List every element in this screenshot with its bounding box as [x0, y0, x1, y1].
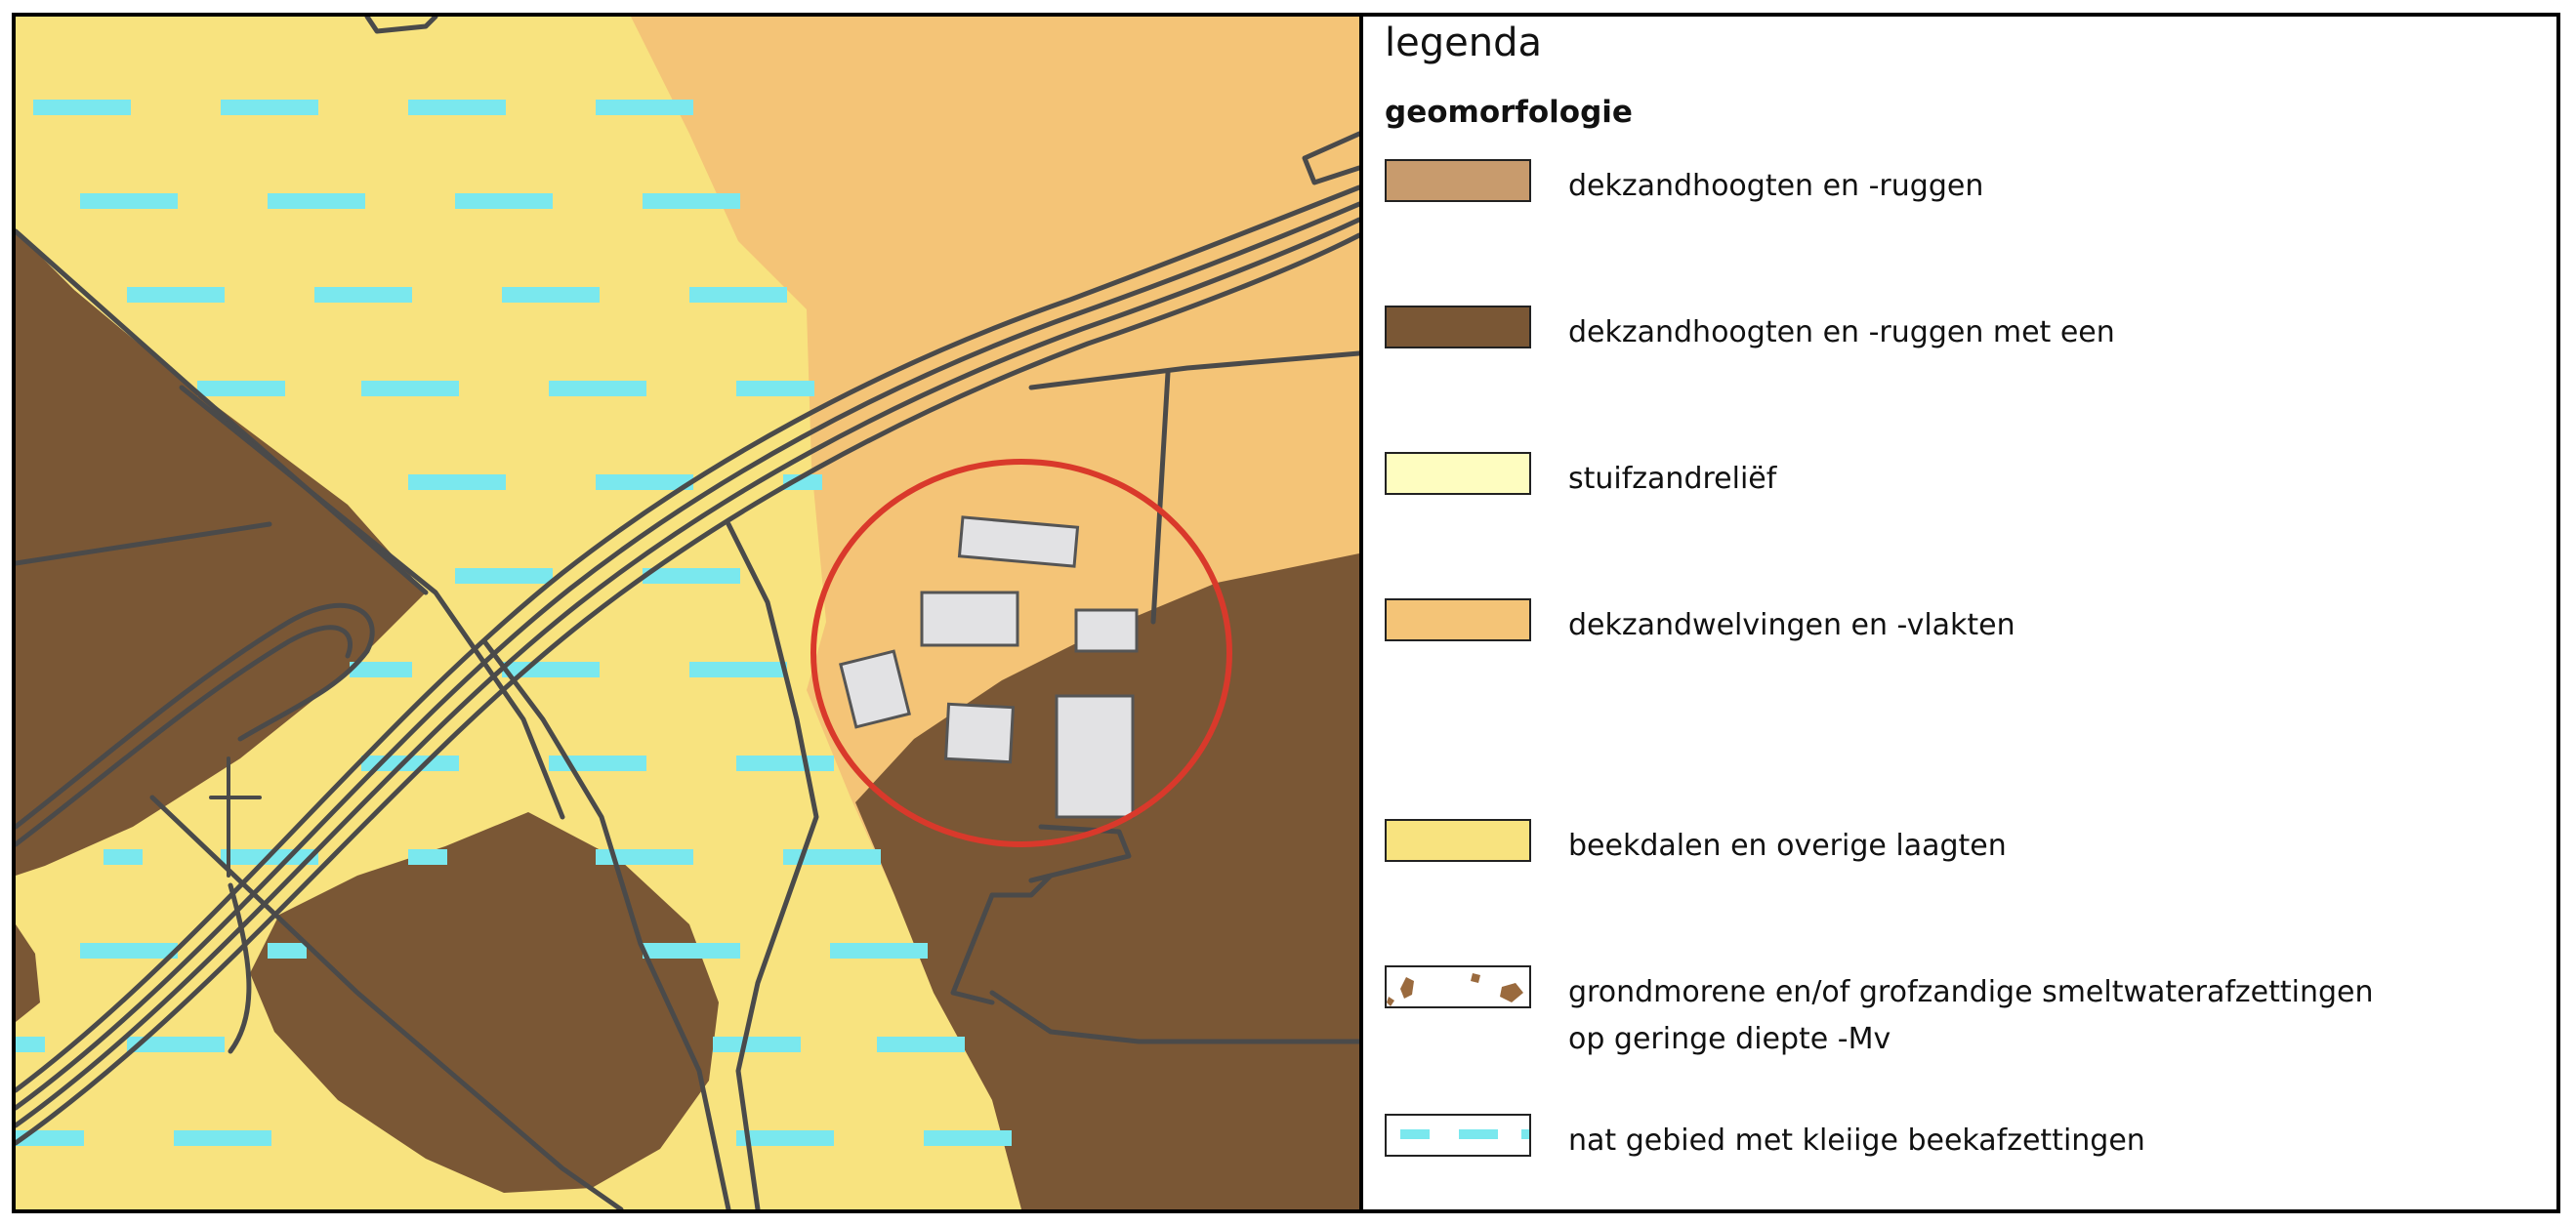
beekdalen-area — [16, 17, 1021, 1209]
legend-item-grondmorene: grondmorene en/of grofzandige smeltwater… — [1385, 965, 2537, 1063]
legend-subtitle: geomorfologie — [1385, 95, 1633, 130]
legend-item-label: beekdalen en overige laagten — [1568, 829, 2007, 863]
panel-divider — [1359, 17, 1363, 1209]
grondmorene-pattern-swatch — [1385, 965, 1531, 1008]
legend-item-dekzandhoogten: dekzandhoogten en -ruggen — [1385, 159, 2537, 218]
legend-item-label: stuifzandreliëf — [1568, 462, 1777, 496]
dekzandhoogten-swatch — [1385, 159, 1531, 202]
highlight-circle — [810, 459, 1232, 847]
dekzandhoogten-met-area-center — [250, 812, 719, 1193]
legend-title: legenda — [1385, 20, 1542, 65]
stuifzand-swatch — [1385, 452, 1531, 495]
dekzandhoogten-met-swatch — [1385, 306, 1531, 348]
legend-panel: legenda geomorfologie dekzandhoogten en … — [1363, 17, 2556, 1209]
legend-item-label: dekzandhoogten en -ruggen — [1568, 169, 1984, 203]
dekzandhoogten-met-area-left — [16, 231, 426, 876]
legend-item-label-line2: op geringe diepte -Mv — [1568, 1022, 1891, 1056]
legend-item-label: dekzandwelvingen en -vlakten — [1568, 608, 2015, 642]
legend-item-label-line1: grondmorene en/of grofzandige smeltwater… — [1568, 975, 2374, 1009]
welvingen-swatch — [1385, 598, 1531, 641]
road-lines — [16, 17, 1359, 1209]
building — [920, 591, 1019, 647]
beekdalen-swatch — [1385, 819, 1531, 862]
legend-item-stuifzand: stuifzandreliëf — [1385, 452, 2537, 511]
legend-item-beekdalen: beekdalen en overige laagten — [1385, 819, 2537, 878]
buildings — [839, 515, 1139, 819]
legend-item-label: dekzandhoogten en -ruggen met een — [1568, 315, 2115, 349]
legend-item-dekzandhoogten-met: dekzandhoogten en -ruggen met een — [1385, 306, 2537, 364]
building — [839, 649, 911, 729]
wet-area-dashes — [16, 100, 1012, 1146]
building — [1074, 608, 1139, 653]
building — [1055, 694, 1135, 819]
building — [957, 515, 1080, 568]
building — [944, 702, 1015, 764]
map-canvas — [16, 17, 1359, 1209]
legend-item-wet-area: nat gebied met kleiige beekafzettingen — [1385, 1114, 2537, 1172]
legend-item-label: nat gebied met kleiige beekafzettingen — [1568, 1124, 2145, 1158]
dekzandhoogten-met-area-small — [16, 924, 40, 1022]
map-figure: legenda geomorfologie dekzandhoogten en … — [12, 13, 2560, 1213]
geomorphology-map — [16, 17, 1359, 1209]
wet-area-dash-swatch — [1385, 1114, 1531, 1157]
legend-item-welvingen: dekzandwelvingen en -vlakten — [1385, 598, 2537, 657]
